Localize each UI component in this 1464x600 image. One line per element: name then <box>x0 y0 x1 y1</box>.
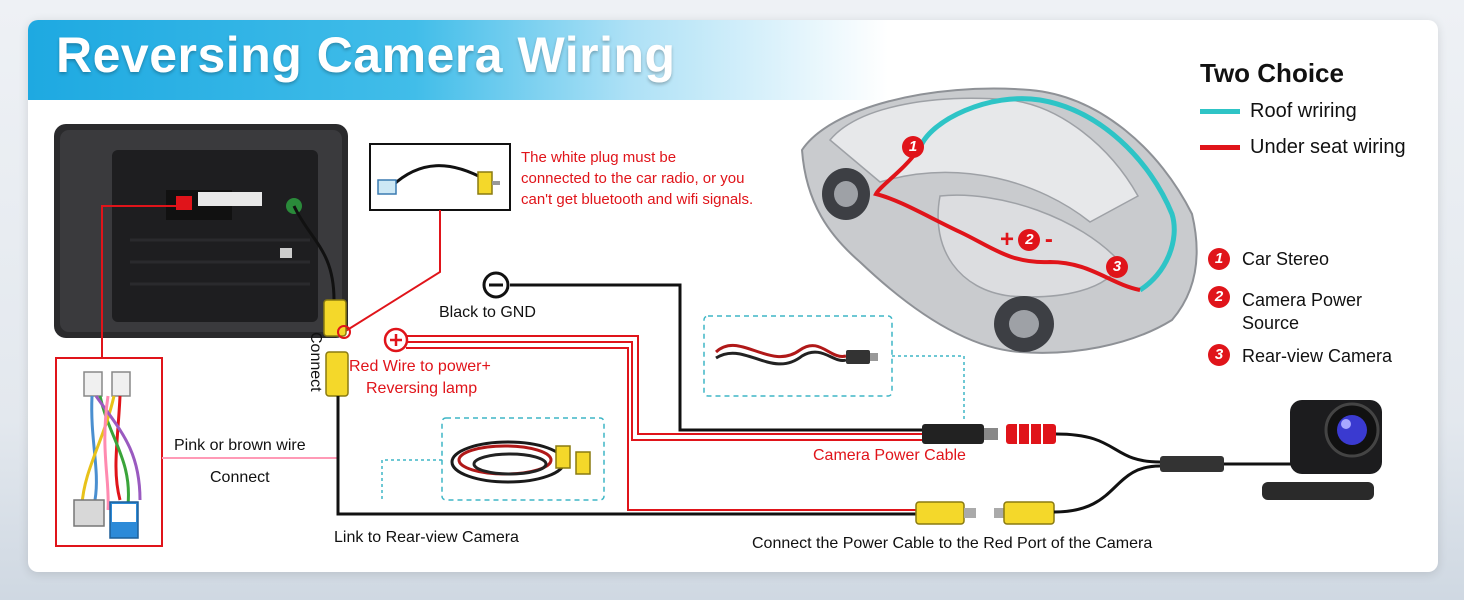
key-badge-3: 3 <box>1208 344 1230 366</box>
label-link-camera: Link to Rear-view Camera <box>334 529 519 546</box>
label-connect-vertical: Connect <box>307 332 324 392</box>
rear-view-camera <box>1262 400 1382 500</box>
key-label-2-line-1: Camera Power <box>1242 290 1363 310</box>
legend-label-underseat: Under seat wiring <box>1250 136 1406 158</box>
yellow-rca-jack <box>325 351 349 397</box>
key-label-2: Camera Power Source <box>1242 289 1362 335</box>
power-wire <box>383 327 924 511</box>
legend-label-roof: Roof wriring <box>1250 100 1357 122</box>
legend-swatch-underseat <box>1200 145 1240 150</box>
legend-heading: Two Choice <box>1200 58 1344 88</box>
legend-swatch-roof <box>1200 109 1240 114</box>
label-camera-power-cable: Camera Power Cable <box>813 447 966 464</box>
note-line-2: connected to the car radio, or you <box>521 170 745 187</box>
key-label-2-line-2: Source <box>1242 313 1300 333</box>
key-item-2: 2 <box>1208 286 1230 308</box>
key-badge-1: 1 <box>1208 248 1230 270</box>
white-plug-note: The white plug must be connected to the … <box>521 147 753 210</box>
page-title: Reversing Camera Wiring <box>56 27 676 83</box>
key-item-1: 1 <box>1208 248 1230 270</box>
note-line-3: can't get bluetooth and wifi signals. <box>521 191 754 208</box>
power-plug-female <box>1006 424 1056 444</box>
yellow-rca-plug <box>323 299 347 337</box>
rca-plug-left <box>915 501 976 525</box>
key-item-3: 3 <box>1208 344 1230 366</box>
car-marker-2: + 2 - <box>1000 226 1053 253</box>
car-marker-1: 1 <box>902 136 924 158</box>
key-label-1: Car Stereo <box>1242 249 1330 269</box>
car-illustration <box>800 87 1198 354</box>
wiring-harness <box>73 371 142 539</box>
label-connect: Connect <box>210 469 270 486</box>
ground-wire <box>482 271 924 432</box>
car-stereo-unit <box>54 124 348 338</box>
power-cable-box <box>703 315 893 397</box>
power-plug-male <box>922 424 998 444</box>
label-connect-power-cable: Connect the Power Cable to the Red Port … <box>752 535 1153 552</box>
power-cable-image <box>714 344 878 366</box>
label-red-wire: Red Wire to power+ <box>349 358 491 375</box>
key-label-3: Rear-view Camera <box>1242 346 1393 366</box>
plus-sign: + <box>1000 226 1015 253</box>
car-marker-3: 3 <box>1106 256 1128 278</box>
extension-cable-image <box>450 440 591 484</box>
label-black-gnd: Black to GND <box>439 304 536 321</box>
title-banner <box>28 20 888 100</box>
note-line-1: The white plug must be <box>521 149 677 166</box>
white-plug-cable <box>377 164 500 195</box>
camera-junction <box>1160 456 1224 472</box>
label-reversing-lamp: Reversing lamp <box>366 380 478 397</box>
rca-plug-right <box>994 501 1055 525</box>
label-pink-wire: Pink or brown wire <box>174 437 306 454</box>
key-badge-2: 2 <box>1208 286 1230 308</box>
wiring-harness-box <box>55 357 163 547</box>
minus-sign: - <box>1044 226 1053 253</box>
video-cable <box>336 396 916 516</box>
